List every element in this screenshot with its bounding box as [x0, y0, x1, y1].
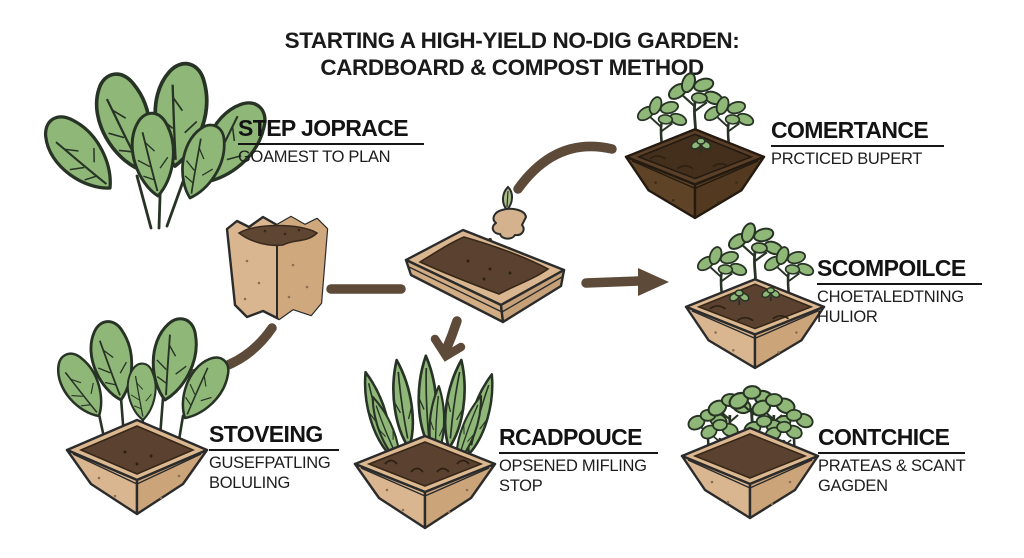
- compost-tray-hand-illustration: [398, 183, 578, 333]
- step-heading: STOVEING: [209, 422, 339, 452]
- step-subtext: OPSENED MIFLING: [499, 457, 647, 476]
- title-line-1: STARTING A HIGH-YIELD NO-DIG GARDEN:: [284, 28, 740, 53]
- spinach-bunch-illustration: [31, 59, 278, 233]
- title-line-2: CARDBOARD & COMPOST METHOD: [320, 55, 704, 81]
- arc-tray-to-dark-planter: [513, 141, 617, 194]
- arrow-right-head-icon: [638, 268, 669, 296]
- step-label-comertance: COMERTANCE PRCTICED BUPERT: [771, 118, 945, 170]
- step-subtext: GOAMEST TO PLAN: [238, 148, 391, 167]
- step-subtext: BOLULING: [209, 473, 291, 492]
- paper-pot-illustration: [215, 203, 340, 338]
- step-subtext: GAGDEN: [818, 476, 888, 495]
- step-label-stoveing: STOVEING GUSEFPATLING BOLULING: [209, 422, 339, 494]
- tan-planter-seedlings-illustration: [675, 220, 835, 370]
- step-heading: SCOMPOILCE: [817, 256, 982, 286]
- dark-planter-seedlings-illustration: [615, 70, 775, 220]
- step-subtext: HULIOR: [817, 307, 878, 326]
- step-label-scompoilce: SCOMPOILCE CHOETALEDTNING HULIOR: [817, 256, 982, 328]
- step-heading: STEP JOPRACE: [238, 116, 425, 146]
- step-subtext: CHOETALEDTNING: [817, 288, 964, 307]
- arrow-tray-down: [441, 316, 462, 355]
- page-title: STARTING A HIGH-YIELD NO-DIG GARDEN: CAR…: [0, 27, 1024, 82]
- arrow-tray-to-right-planter: [581, 276, 643, 288]
- step-heading: CONTCHICE: [818, 425, 966, 455]
- arrow-tray-down-head: [430, 334, 466, 362]
- step-label-contchice: CONTCHICE PRATEAS & SCANT GAGDEN: [818, 425, 966, 497]
- step-subtext: GUSEFPATLING: [209, 454, 331, 473]
- step-subtext: STOP: [499, 476, 543, 495]
- step-subtext: PRCTICED BUPERT: [771, 150, 923, 169]
- step-heading: RCADPOUCE: [499, 425, 658, 455]
- step-subtext: PRATEAS & SCANT: [818, 457, 966, 476]
- blade-leaf-planter-illustration: [345, 354, 505, 530]
- step-heading: COMERTANCE: [771, 118, 945, 148]
- step-label-rcadpouce: RCADPOUCE OPSENED MIFLING STOP: [499, 425, 658, 497]
- step-label-joprace: STEP JOPRACE GOAMEST TO PLAN: [238, 116, 425, 168]
- leafy-greens-planter-illustration: [47, 313, 238, 516]
- round-seedling-planter-illustration: [672, 376, 827, 520]
